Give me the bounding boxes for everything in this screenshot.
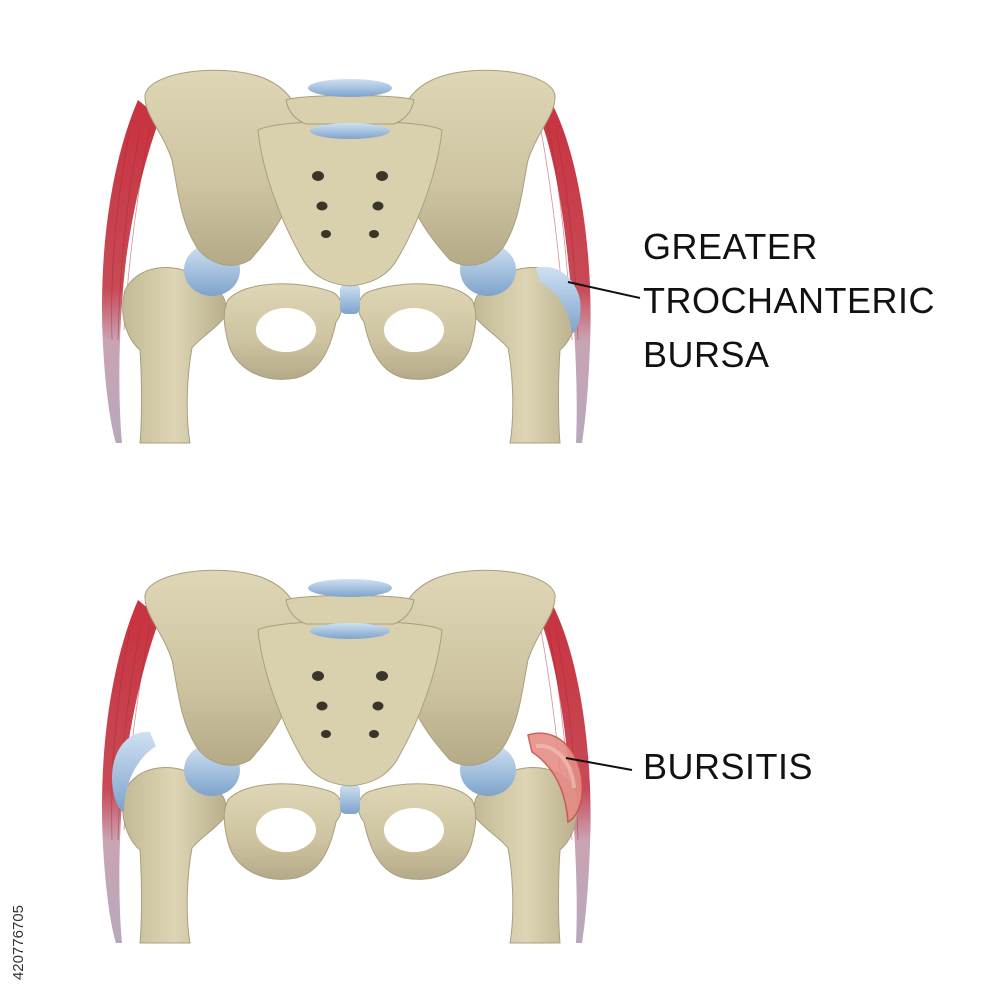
label-line-3: BURSA (643, 334, 770, 375)
stock-id-watermark: 420776705 (10, 905, 30, 980)
label-line-1: BURSITIS (643, 746, 814, 787)
bursa-inflamed (527, 732, 584, 824)
leader-line-bursa (567, 281, 641, 299)
label-greater-trochanteric-bursa: GREATER TROCHANTERIC BURSA (643, 220, 935, 382)
pelvis-bursitis-illustration (101, 569, 633, 944)
bursa-normal (536, 266, 581, 334)
leader-line-bursitis (565, 757, 633, 771)
label-line-2: TROCHANTERIC (643, 280, 935, 321)
label-line-1: GREATER (643, 226, 818, 267)
pelvis-normal-illustration (101, 69, 641, 444)
stock-id-text: 420776705 (10, 905, 27, 981)
label-bursitis: BURSITIS (643, 740, 813, 794)
normal-hip-panel (101, 69, 641, 444)
bursa-normal-left (112, 731, 156, 812)
bursitis-hip-panel (0, 500, 1000, 1000)
